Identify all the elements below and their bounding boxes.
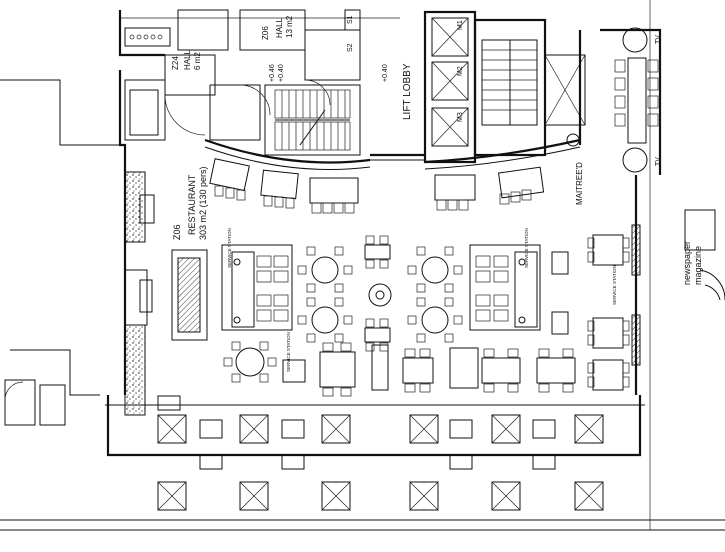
hall-z24-name: HALL [183,49,192,70]
tv-lounge [566,27,725,366]
lift-mark-1: M1 [457,20,464,30]
left-wall-features [124,171,155,416]
magazine-label: magazine [693,246,703,285]
level-mark-1: +0.46 [269,64,276,82]
central-staircase [264,84,361,156]
buffet-counter [171,244,541,341]
hall-z24-code: Z24 [171,56,180,70]
tv-label-bottom: TV [655,157,662,166]
terrace-tables [157,414,604,511]
lift-shafts [370,10,586,164]
newspaper-label: newspaper [682,241,692,285]
lift-mark-3: M3 [457,112,464,122]
hall-z24-area: 6 m2 [193,52,202,70]
hall-z06-area: 13 m2 [285,15,294,38]
service-core [124,9,361,141]
shaft-mark-1: S1 [347,15,354,24]
maitre-d-label: MAITREE'D [575,162,584,205]
lift-mark-2: M2 [457,66,464,76]
level-mark-3: +0.40 [382,64,389,82]
service-station-4: SERVICE STATION [286,332,291,372]
level-mark-2: +0.40 [278,64,285,82]
round-tables [223,246,463,383]
curved-facade [204,30,582,170]
restaurant-area: 303 m2 (130 pers) [198,166,208,240]
tv-label-top: TV [655,35,662,44]
hall-z06-code: Z06 [261,26,270,40]
hall-z06-name: HALL [275,17,284,38]
restaurant-name: RESTAURANT [187,174,197,235]
shaft-mark-2: S2 [347,43,354,52]
exterior-walls [0,0,725,531]
square-tables [157,234,630,411]
room-labels: Z06 RESTAURANT 303 m2 (130 pers) Z24 HAL… [171,15,703,372]
curved-booths [209,158,545,214]
service-station-1: SERVICE STATION [227,228,232,268]
lift-lobby-label: LIFT LOBBY [402,63,413,120]
service-station-3: SERVICE STATION [612,265,617,305]
restaurant-code: Z06 [172,224,182,240]
service-station-2: SERVICE STATION [524,228,529,268]
